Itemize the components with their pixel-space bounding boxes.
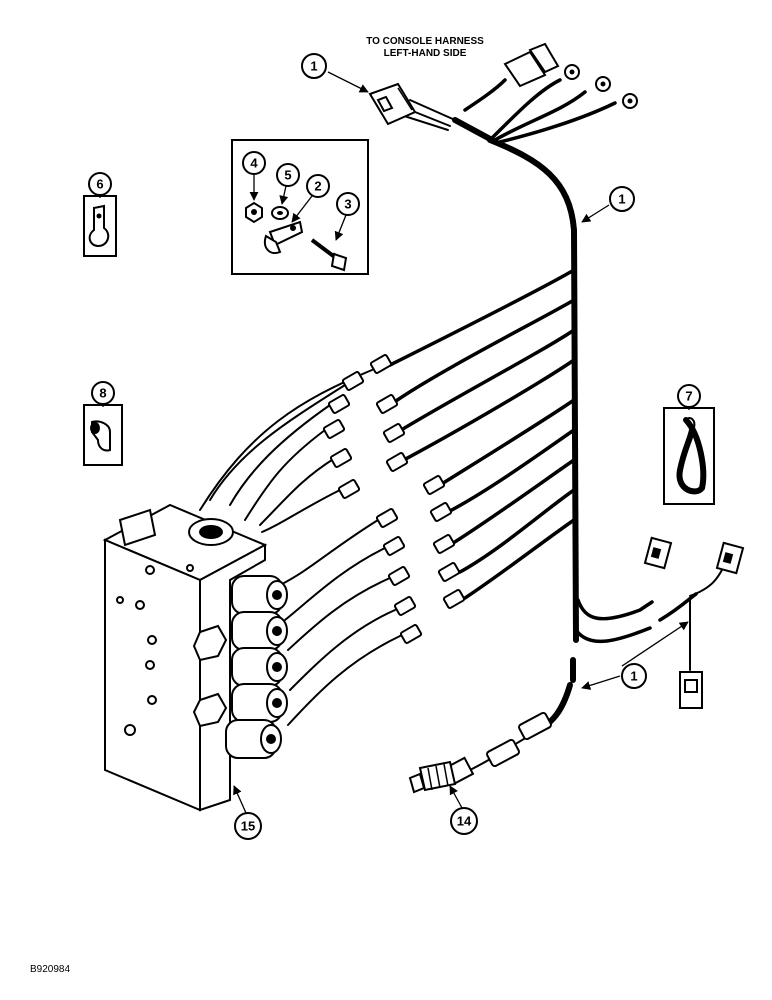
ring-terminal-3 — [622, 93, 638, 109]
figure-code: B920984 — [30, 964, 70, 975]
inline-connector — [429, 502, 453, 522]
inline-connector — [382, 423, 406, 443]
right-branch-connector-1 — [643, 536, 673, 570]
solenoid-coil — [231, 683, 288, 723]
inline-connector — [387, 566, 411, 586]
ring-terminal-1 — [564, 64, 580, 80]
callout-sensor: 14 — [449, 785, 478, 835]
solenoid-coil — [231, 611, 288, 651]
solenoid-branches — [199, 268, 576, 726]
inline-connector — [432, 534, 456, 554]
inline-connector — [329, 448, 353, 468]
callout-label: 15 — [241, 819, 255, 834]
inline-connector — [369, 354, 393, 374]
callout-label: 1 — [310, 59, 317, 74]
inline-connector — [375, 394, 399, 414]
clip-inset — [83, 195, 117, 257]
ring-terminal-2 — [595, 76, 611, 92]
main-harness — [397, 78, 729, 733]
temperature-sensor — [408, 711, 552, 794]
callout-nut: 4 — [242, 151, 266, 201]
callout-strap: 7 — [677, 384, 701, 410]
valve-block — [102, 503, 268, 812]
callout-label: 5 — [284, 168, 291, 183]
callout-label: 6 — [96, 177, 103, 192]
callout-washer: 5 — [276, 163, 300, 205]
caption-line-2: LEFT-HAND SIDE — [384, 48, 467, 59]
inline-connector — [322, 419, 346, 439]
clamp-part — [264, 220, 304, 254]
callout-harness-top: 1 — [301, 53, 369, 93]
callout-valve: 15 — [233, 785, 262, 840]
top-right-connector — [503, 42, 560, 88]
washer-part — [271, 206, 289, 220]
inline-connector — [385, 452, 409, 472]
solenoid-coil — [231, 647, 288, 687]
right-branch-connector-3 — [679, 671, 703, 709]
inline-connector — [393, 596, 417, 616]
callout-label: 3 — [344, 197, 351, 212]
callout-label: 2 — [314, 179, 321, 194]
console-harness-caption: TO CONSOLE HARNESS LEFT-HAND SIDE — [366, 36, 484, 59]
inline-connector — [375, 508, 399, 528]
callout-harness-lower: 1 — [581, 621, 689, 690]
inline-connector — [437, 562, 461, 582]
inline-connector — [337, 479, 361, 499]
inline-connector — [422, 475, 446, 495]
callout-label: 7 — [685, 389, 692, 404]
inline-connector — [382, 536, 406, 556]
console-connector — [368, 82, 417, 126]
callout-harness-right: 1 — [581, 186, 635, 223]
callout-label: 1 — [630, 669, 637, 684]
callout-boot: 8 — [91, 381, 115, 407]
strap-inset — [663, 407, 715, 505]
callout-clamp: 2 — [291, 174, 330, 223]
callout-label: 14 — [457, 814, 472, 829]
bolt-part — [310, 238, 348, 272]
inline-connector — [442, 589, 466, 609]
callout-label: 1 — [618, 192, 625, 207]
callout-clip: 6 — [88, 172, 112, 198]
solenoid-stack — [192, 575, 288, 759]
inline-connector — [399, 624, 423, 644]
inline-connector — [341, 371, 365, 391]
boot-inset — [83, 404, 123, 466]
callout-label: 8 — [99, 386, 106, 401]
nut-part — [245, 201, 263, 224]
solenoid-coil — [225, 719, 282, 759]
solenoid-coil — [231, 575, 288, 615]
inline-connectors — [322, 354, 466, 644]
inline-connector — [327, 394, 351, 414]
callout-bolt: 3 — [334, 192, 360, 241]
callout-label: 4 — [250, 156, 258, 171]
caption-line-1: TO CONSOLE HARNESS — [366, 36, 484, 47]
right-branch-connector-2 — [715, 541, 745, 575]
